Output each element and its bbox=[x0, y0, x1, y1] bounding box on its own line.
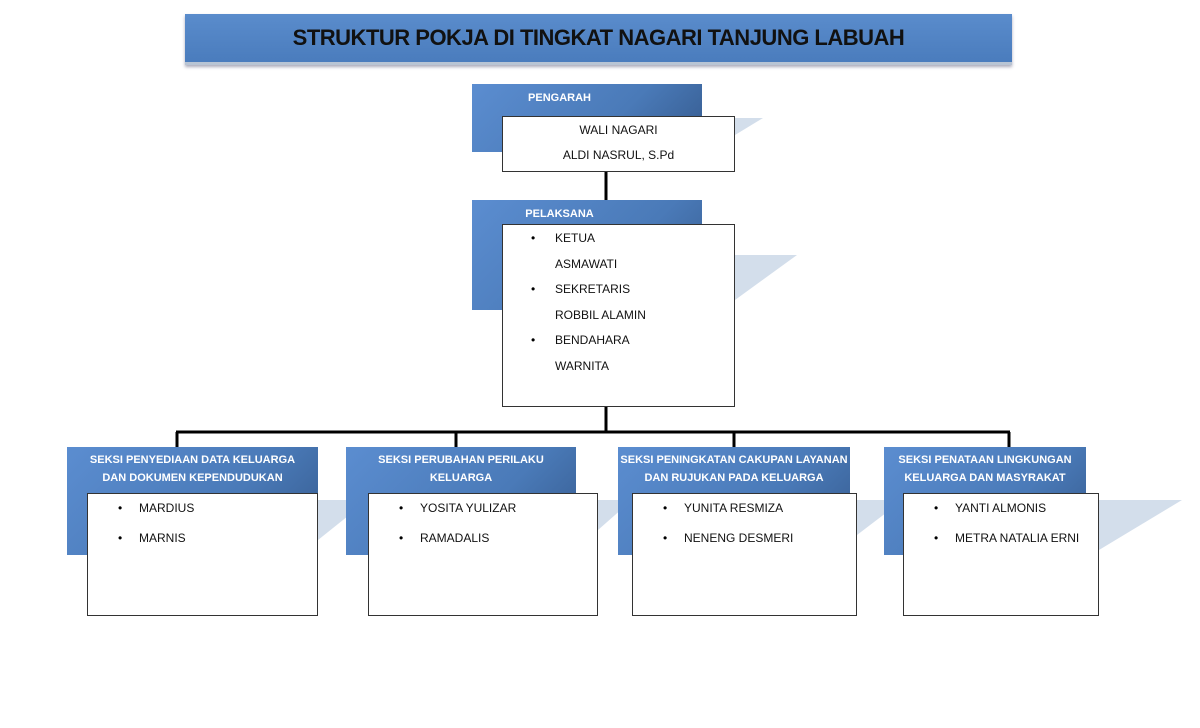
seksi-2-box: • YOSITA YULIZAR • RAMADALIS bbox=[368, 493, 598, 616]
seksi-3-title-line-1: SEKSI PENINGKATAN CAKUPAN LAYANAN bbox=[620, 454, 848, 466]
sekretaris-role: SEKRETARIS bbox=[555, 282, 631, 296]
seksi-4-box: • YANTI ALMONIS • METRA NATALIA ERNI bbox=[903, 493, 1099, 616]
member: YUNITA RESMIZA bbox=[684, 501, 784, 515]
bullet: • bbox=[531, 231, 536, 245]
shadow-pengarah bbox=[735, 118, 763, 135]
member: NENENG DESMERI bbox=[684, 531, 794, 545]
seksi-1-title-line-1: SEKSI PENYEDIAAN DATA KELUARGA bbox=[89, 454, 296, 466]
member: RAMADALIS bbox=[420, 531, 490, 545]
seksi-2-title-line-1: SEKSI PERUBAHAN PERILAKU bbox=[378, 454, 544, 466]
pengarah-box: WALI NAGARI ALDI NASRUL, S.Pd bbox=[502, 116, 735, 172]
bendahara-role: BENDAHARA bbox=[555, 333, 630, 347]
shadow-seksi-4 bbox=[1099, 500, 1182, 550]
title-banner: STRUKTUR POKJA DI TINGKAT NAGARI TANJUNG… bbox=[185, 14, 1012, 65]
seksi-4-title-line-2: KELUARGA DAN MASYRAKAT bbox=[904, 472, 1066, 484]
bullet: • bbox=[663, 501, 668, 515]
bullet: • bbox=[531, 333, 536, 347]
pelaksana-box: • KETUA ASMAWATI • SEKRETARIS ROBBIL ALA… bbox=[502, 224, 735, 407]
member: MARNIS bbox=[139, 531, 186, 545]
bullet: • bbox=[118, 531, 123, 545]
pengarah-position: WALI NAGARI bbox=[579, 123, 658, 137]
seksi-3-box: • YUNITA RESMIZA • NENENG DESMERI bbox=[632, 493, 857, 616]
member: YANTI ALMONIS bbox=[955, 501, 1047, 515]
bullet: • bbox=[934, 501, 939, 515]
bendahara-name: WARNITA bbox=[555, 359, 609, 373]
page-title: STRUKTUR POKJA DI TINGKAT NAGARI TANJUNG… bbox=[292, 25, 905, 50]
sekretaris-name: ROBBIL ALAMIN bbox=[555, 308, 646, 322]
member: MARDIUS bbox=[139, 501, 195, 515]
shadow-pelaksana bbox=[735, 255, 797, 300]
pengarah-label: PENGARAH bbox=[528, 92, 591, 104]
bullet: • bbox=[934, 531, 939, 545]
bullet: • bbox=[531, 282, 536, 296]
seksi-1-box: • MARDIUS • MARNIS bbox=[87, 493, 318, 616]
bullet: • bbox=[399, 501, 404, 515]
seksi-2-title-line-2: KELUARGA bbox=[429, 472, 493, 484]
member: METRA NATALIA ERNI bbox=[955, 531, 1080, 545]
ketua-role: KETUA bbox=[555, 231, 596, 245]
ketua-name: ASMAWATI bbox=[555, 257, 618, 271]
bullet: • bbox=[663, 531, 668, 545]
pelaksana-label: PELAKSANA bbox=[525, 208, 594, 220]
seksi-4-title-line-1: SEKSI PENATAAN LINGKUNGAN bbox=[898, 454, 1072, 466]
bullet: • bbox=[399, 531, 404, 545]
seksi-1-title-line-2: DAN DOKUMEN KEPENDUDUKAN bbox=[102, 472, 283, 484]
bullet: • bbox=[118, 501, 123, 515]
member: YOSITA YULIZAR bbox=[420, 501, 517, 515]
seksi-3-title-line-2: DAN RUJUKAN PADA KELUARGA bbox=[644, 472, 824, 484]
pengarah-name: ALDI NASRUL, S.Pd bbox=[562, 148, 675, 162]
